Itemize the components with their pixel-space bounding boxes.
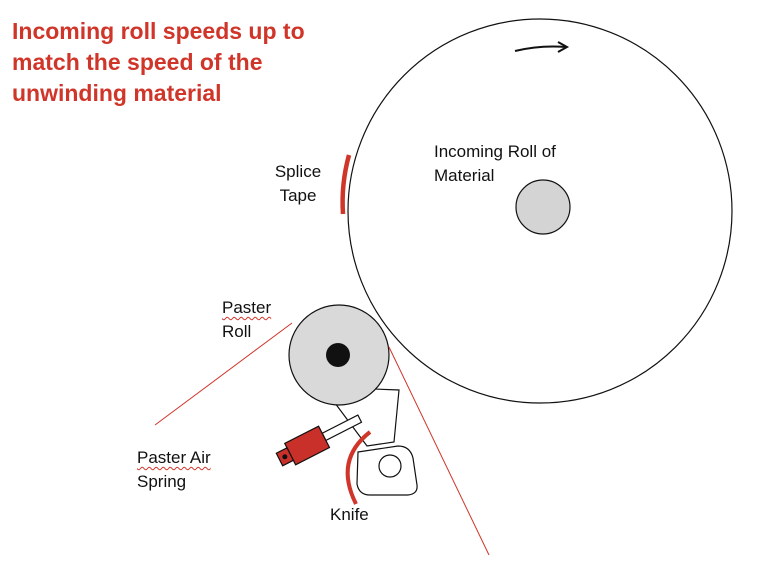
paster-air-spring xyxy=(275,414,363,467)
incoming-roll-core xyxy=(515,179,571,235)
headline: Incoming roll speeds up to match the spe… xyxy=(12,16,372,109)
label-line: Roll xyxy=(222,322,252,341)
paster-roll-label: Paster Roll xyxy=(222,296,271,344)
incoming-roll-label: Incoming Roll of Material xyxy=(434,140,556,188)
knife-label: Knife xyxy=(330,505,369,524)
label-line: Tape xyxy=(279,186,317,205)
paster-roll-hub xyxy=(326,343,350,367)
label-line: Spring xyxy=(137,472,187,491)
label-line: Material xyxy=(434,166,495,185)
label-line: Incoming Roll of xyxy=(434,142,556,161)
knife-pivot xyxy=(378,454,402,478)
headline-line: unwinding material xyxy=(12,80,222,106)
headline-line: Incoming roll speeds up to xyxy=(12,18,305,44)
knife-blade xyxy=(345,430,372,505)
headline-line: match the speed of the xyxy=(12,49,263,75)
label-line: Paster xyxy=(222,298,272,317)
web-line-right xyxy=(388,346,490,556)
splice-tape-label: Splice Tape xyxy=(266,160,330,208)
rotation-arrow-icon xyxy=(514,41,570,53)
label-line: Paster Air xyxy=(137,446,211,470)
splice-tape xyxy=(340,154,352,215)
label-line: Splice xyxy=(274,162,322,181)
web-line-left xyxy=(154,322,293,426)
label-word: Paster Air xyxy=(137,448,211,467)
paster-air-spring-label: Paster Air Spring xyxy=(137,446,211,494)
